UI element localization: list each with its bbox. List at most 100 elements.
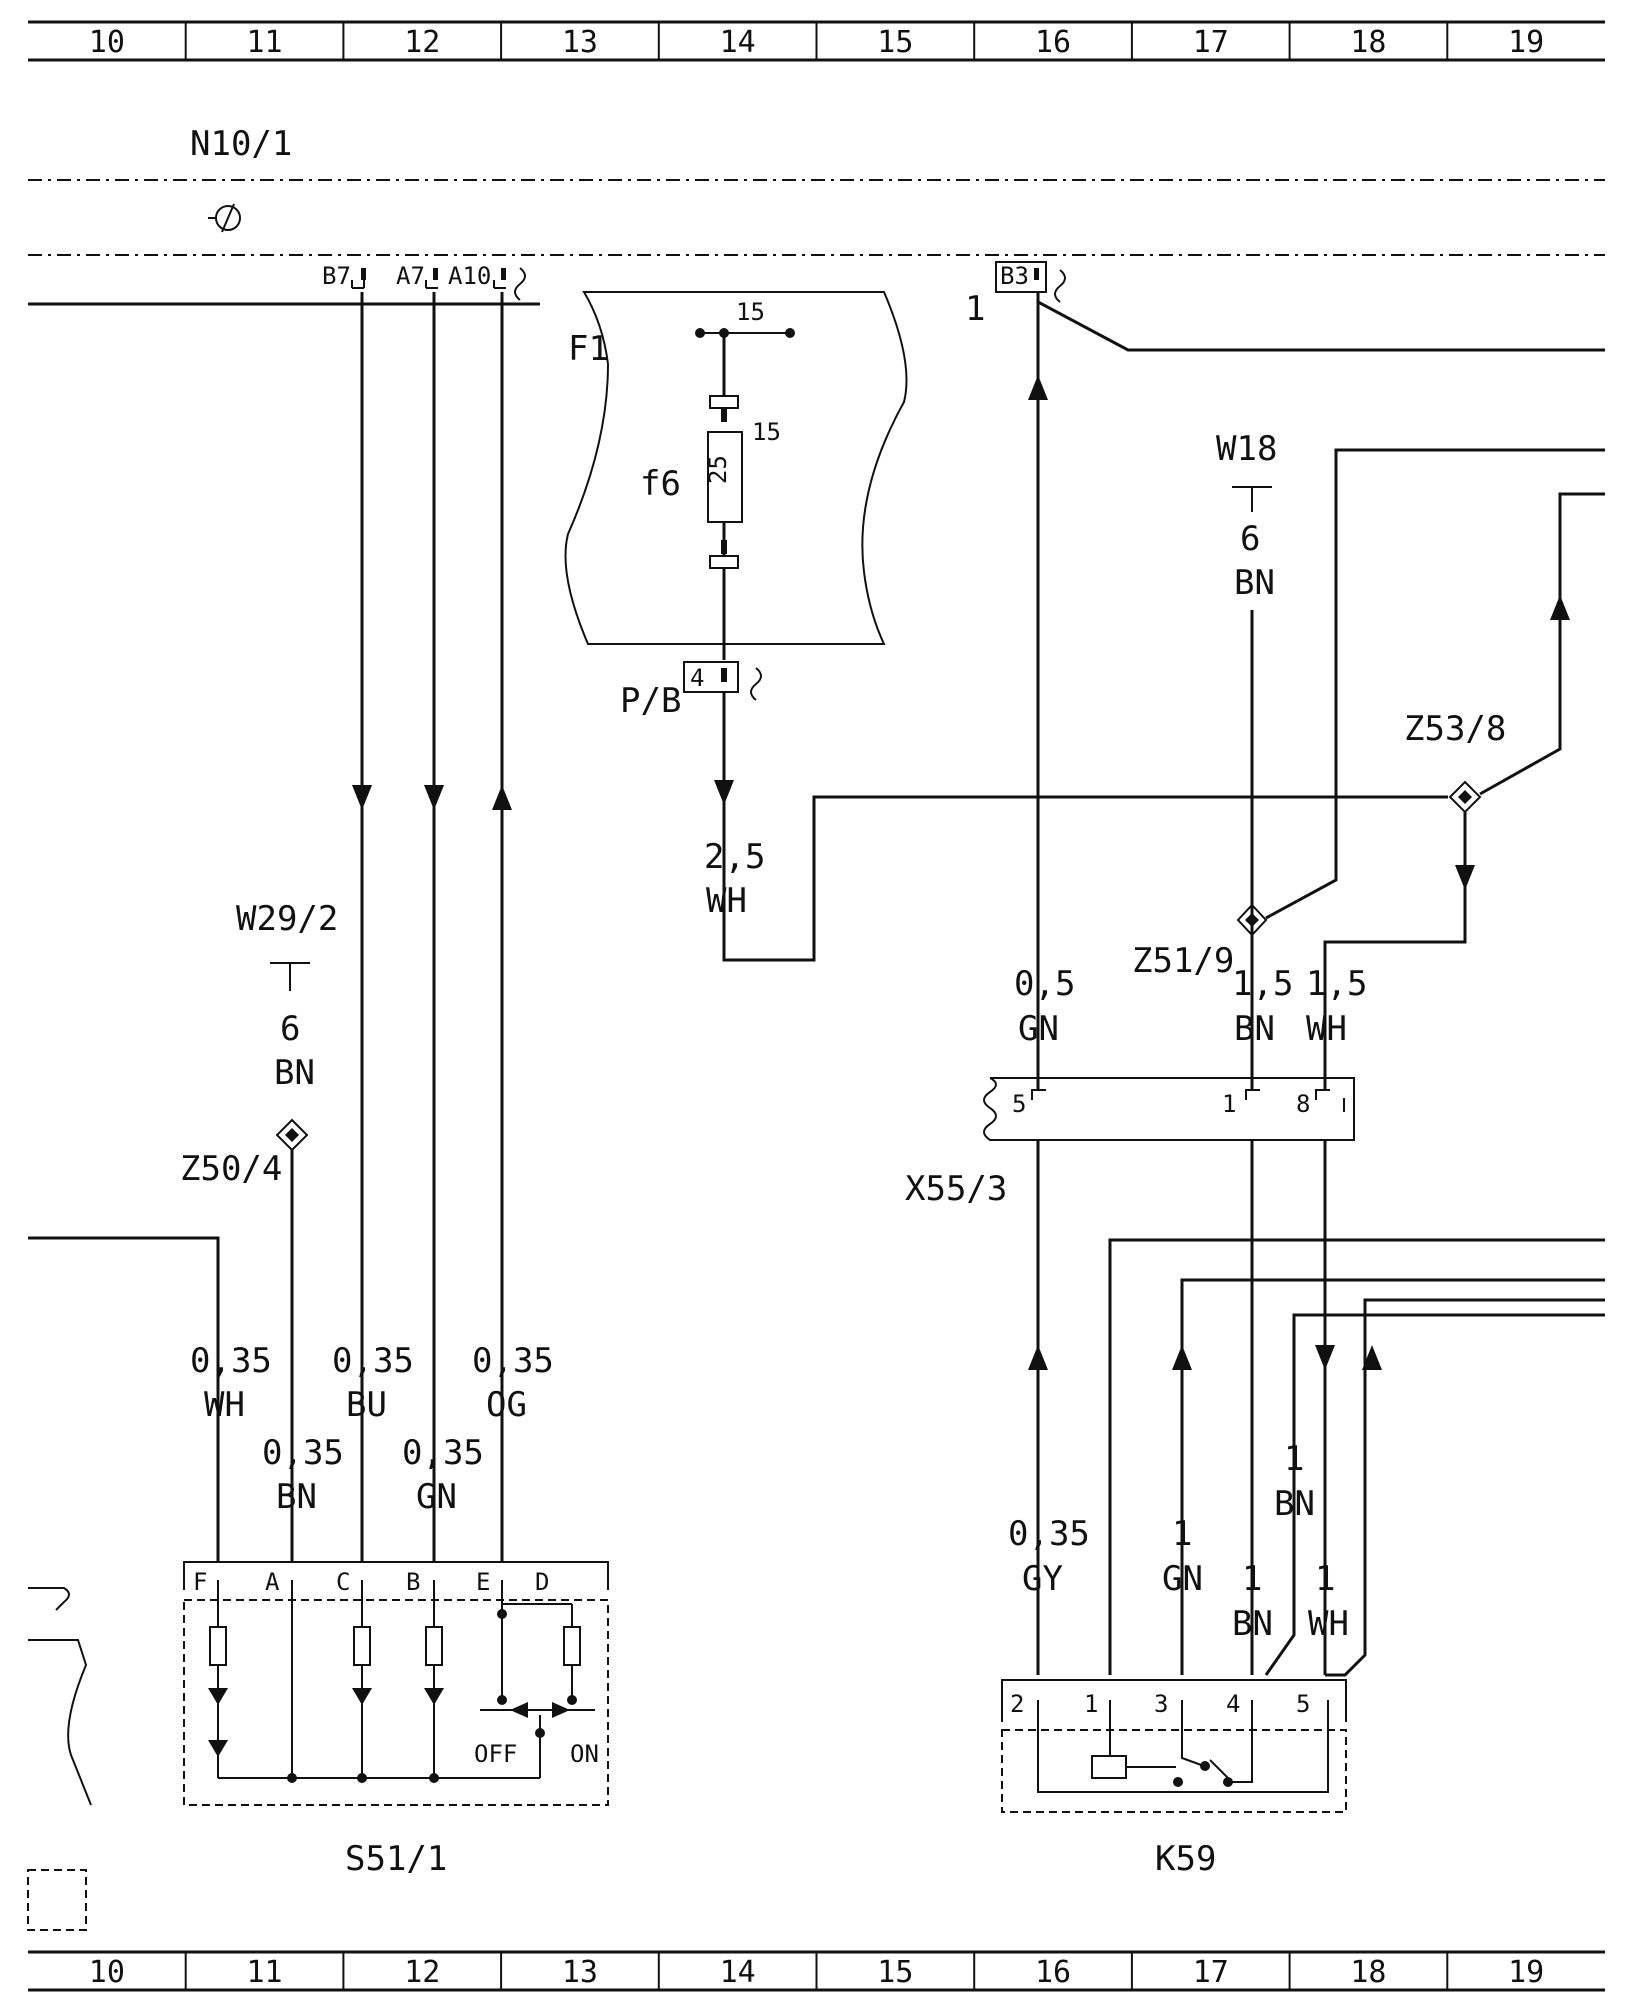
arrow-up-icon (1550, 595, 1570, 620)
break-icon (514, 267, 526, 301)
svg-text:OFF: OFF (474, 1740, 517, 1768)
k59-label: K59 (1155, 1839, 1216, 1879)
svg-text:4: 4 (1226, 1690, 1240, 1718)
wire-pb-to-z53 (722, 795, 1448, 962)
s51-b-wire-color: GN (416, 1477, 457, 1517)
b3-wire-color: GN (1018, 1009, 1059, 1049)
grid-column-label: 16 (1035, 25, 1071, 60)
pin-b3: B3 (995, 261, 1066, 303)
left-fragment (28, 1587, 92, 1806)
grid-column-label: 17 (1193, 1955, 1229, 1990)
grid-column-label: 11 (246, 1955, 282, 1990)
svg-text:8: 8 (1296, 1090, 1310, 1118)
s51-e-wire-size: 0,35 (472, 1341, 554, 1381)
z51-9-label: Z51/9 (1132, 941, 1234, 981)
grid-column-label: 17 (1193, 25, 1229, 60)
k59-relay: 2 1 3 4 5 (1001, 1679, 1347, 1813)
k59-gy-color: GY (1022, 1559, 1063, 1599)
k59-gn-color: GN (1162, 1559, 1203, 1599)
grid-column-label: 19 (1508, 25, 1544, 60)
svg-text:1: 1 (1084, 1690, 1098, 1718)
z50-4-label: Z50/4 (180, 1149, 282, 1189)
w18-color: BN (1234, 563, 1275, 603)
grid-column-label: 15 (877, 25, 913, 60)
svg-text:C: C (336, 1568, 350, 1596)
pin-pb-4: 4 (683, 661, 762, 701)
grid-column-label: 16 (1035, 1955, 1071, 1990)
b3-wire-size: 0,5 (1014, 964, 1075, 1004)
ground-symbol-icon (208, 203, 241, 233)
s51-e-wire-color: OG (486, 1385, 527, 1425)
z50-4-splice (275, 1118, 309, 1152)
svg-text:E: E (476, 1568, 490, 1596)
left-box (27, 1869, 87, 1931)
wire-z53-up (1479, 492, 1605, 796)
s51-1-switch: F A C B E D (183, 1561, 609, 1806)
k59-gy-size: 0,35 (1008, 1514, 1090, 1554)
wire-f-incoming (28, 1236, 220, 1563)
svg-text:5: 5 (1012, 1090, 1026, 1118)
k59-bn-size: 1 (1284, 1439, 1304, 1479)
arrow-up-icon (492, 785, 512, 810)
svg-text:15: 15 (736, 298, 765, 326)
k59-bn4-size: 1 (1242, 1559, 1262, 1599)
svg-text:1: 1 (1222, 1090, 1236, 1118)
k59-wh-color: WH (1308, 1604, 1349, 1644)
pin-b7: B7 (322, 262, 366, 290)
k59-bn4-color: BN (1232, 1604, 1273, 1644)
svg-text:B: B (406, 1568, 420, 1596)
pb-wire-color: WH (706, 881, 747, 921)
pb-wire-size: 2,5 (704, 837, 765, 877)
fuse-bus: 15 (695, 298, 795, 338)
s51-b-wire-size: 0,35 (402, 1433, 484, 1473)
svg-text:B3: B3 (1000, 262, 1029, 290)
arrow-down-icon (1315, 1345, 1335, 1370)
f1-outline (564, 291, 908, 645)
arrow-up-icon (1172, 1345, 1192, 1370)
arrow-up-icon (1028, 1345, 1048, 1370)
w18-label: W18 (1216, 429, 1277, 469)
w29-2-label: W29/2 (236, 899, 338, 939)
z53-wire-size: 1,5 (1306, 964, 1367, 1004)
grid-column-label: 14 (720, 1955, 756, 1990)
z53-8-splice (1448, 780, 1482, 814)
wire-k59-3 (1180, 1278, 1605, 1675)
s51-a-wire-color: BN (276, 1477, 317, 1517)
arrow-down-icon (352, 785, 372, 810)
wire-b3-branch (1036, 292, 1605, 352)
arrow-down-icon (1455, 865, 1475, 890)
relay-coil-icon (1091, 1755, 1127, 1779)
led-icon (208, 1688, 228, 1705)
svg-text:25: 25 (704, 455, 732, 484)
pin-a10: A10 (448, 262, 506, 290)
s51-c-wire-color: BU (346, 1385, 387, 1425)
grid-column-label: 13 (562, 25, 598, 60)
svg-text:4: 4 (690, 664, 704, 692)
z51-9-splice (1236, 903, 1268, 937)
grid-column-label: 10 (89, 25, 125, 60)
w29-color: BN (274, 1053, 315, 1093)
z51-wire-size: 1,5 (1232, 964, 1293, 1004)
arrow-down-icon (424, 785, 444, 810)
z53-wire-color: WH (1306, 1009, 1347, 1049)
wire-k59-5-wh (1325, 1298, 1605, 1677)
grid-column-label: 10 (89, 1955, 125, 1990)
svg-text:ON: ON (570, 1740, 599, 1768)
svg-text:B7: B7 (322, 262, 351, 290)
f6-label: f6 (640, 464, 681, 504)
svg-text:3: 3 (1154, 1690, 1168, 1718)
grid-column-label: 15 (877, 1955, 913, 1990)
pin-1-label: 1 (965, 289, 985, 329)
svg-text:A7: A7 (396, 262, 425, 290)
w29-num: 6 (280, 1009, 300, 1049)
wire-z51-branch (1265, 448, 1605, 920)
z51-wire-color: BN (1234, 1009, 1275, 1049)
f1-label: F1 (568, 329, 609, 369)
led-icon (424, 1688, 444, 1705)
svg-text:A: A (265, 1568, 280, 1596)
arrow-up-icon (1028, 375, 1048, 400)
svg-text:2: 2 (1010, 1690, 1024, 1718)
led-icon (208, 1740, 228, 1757)
